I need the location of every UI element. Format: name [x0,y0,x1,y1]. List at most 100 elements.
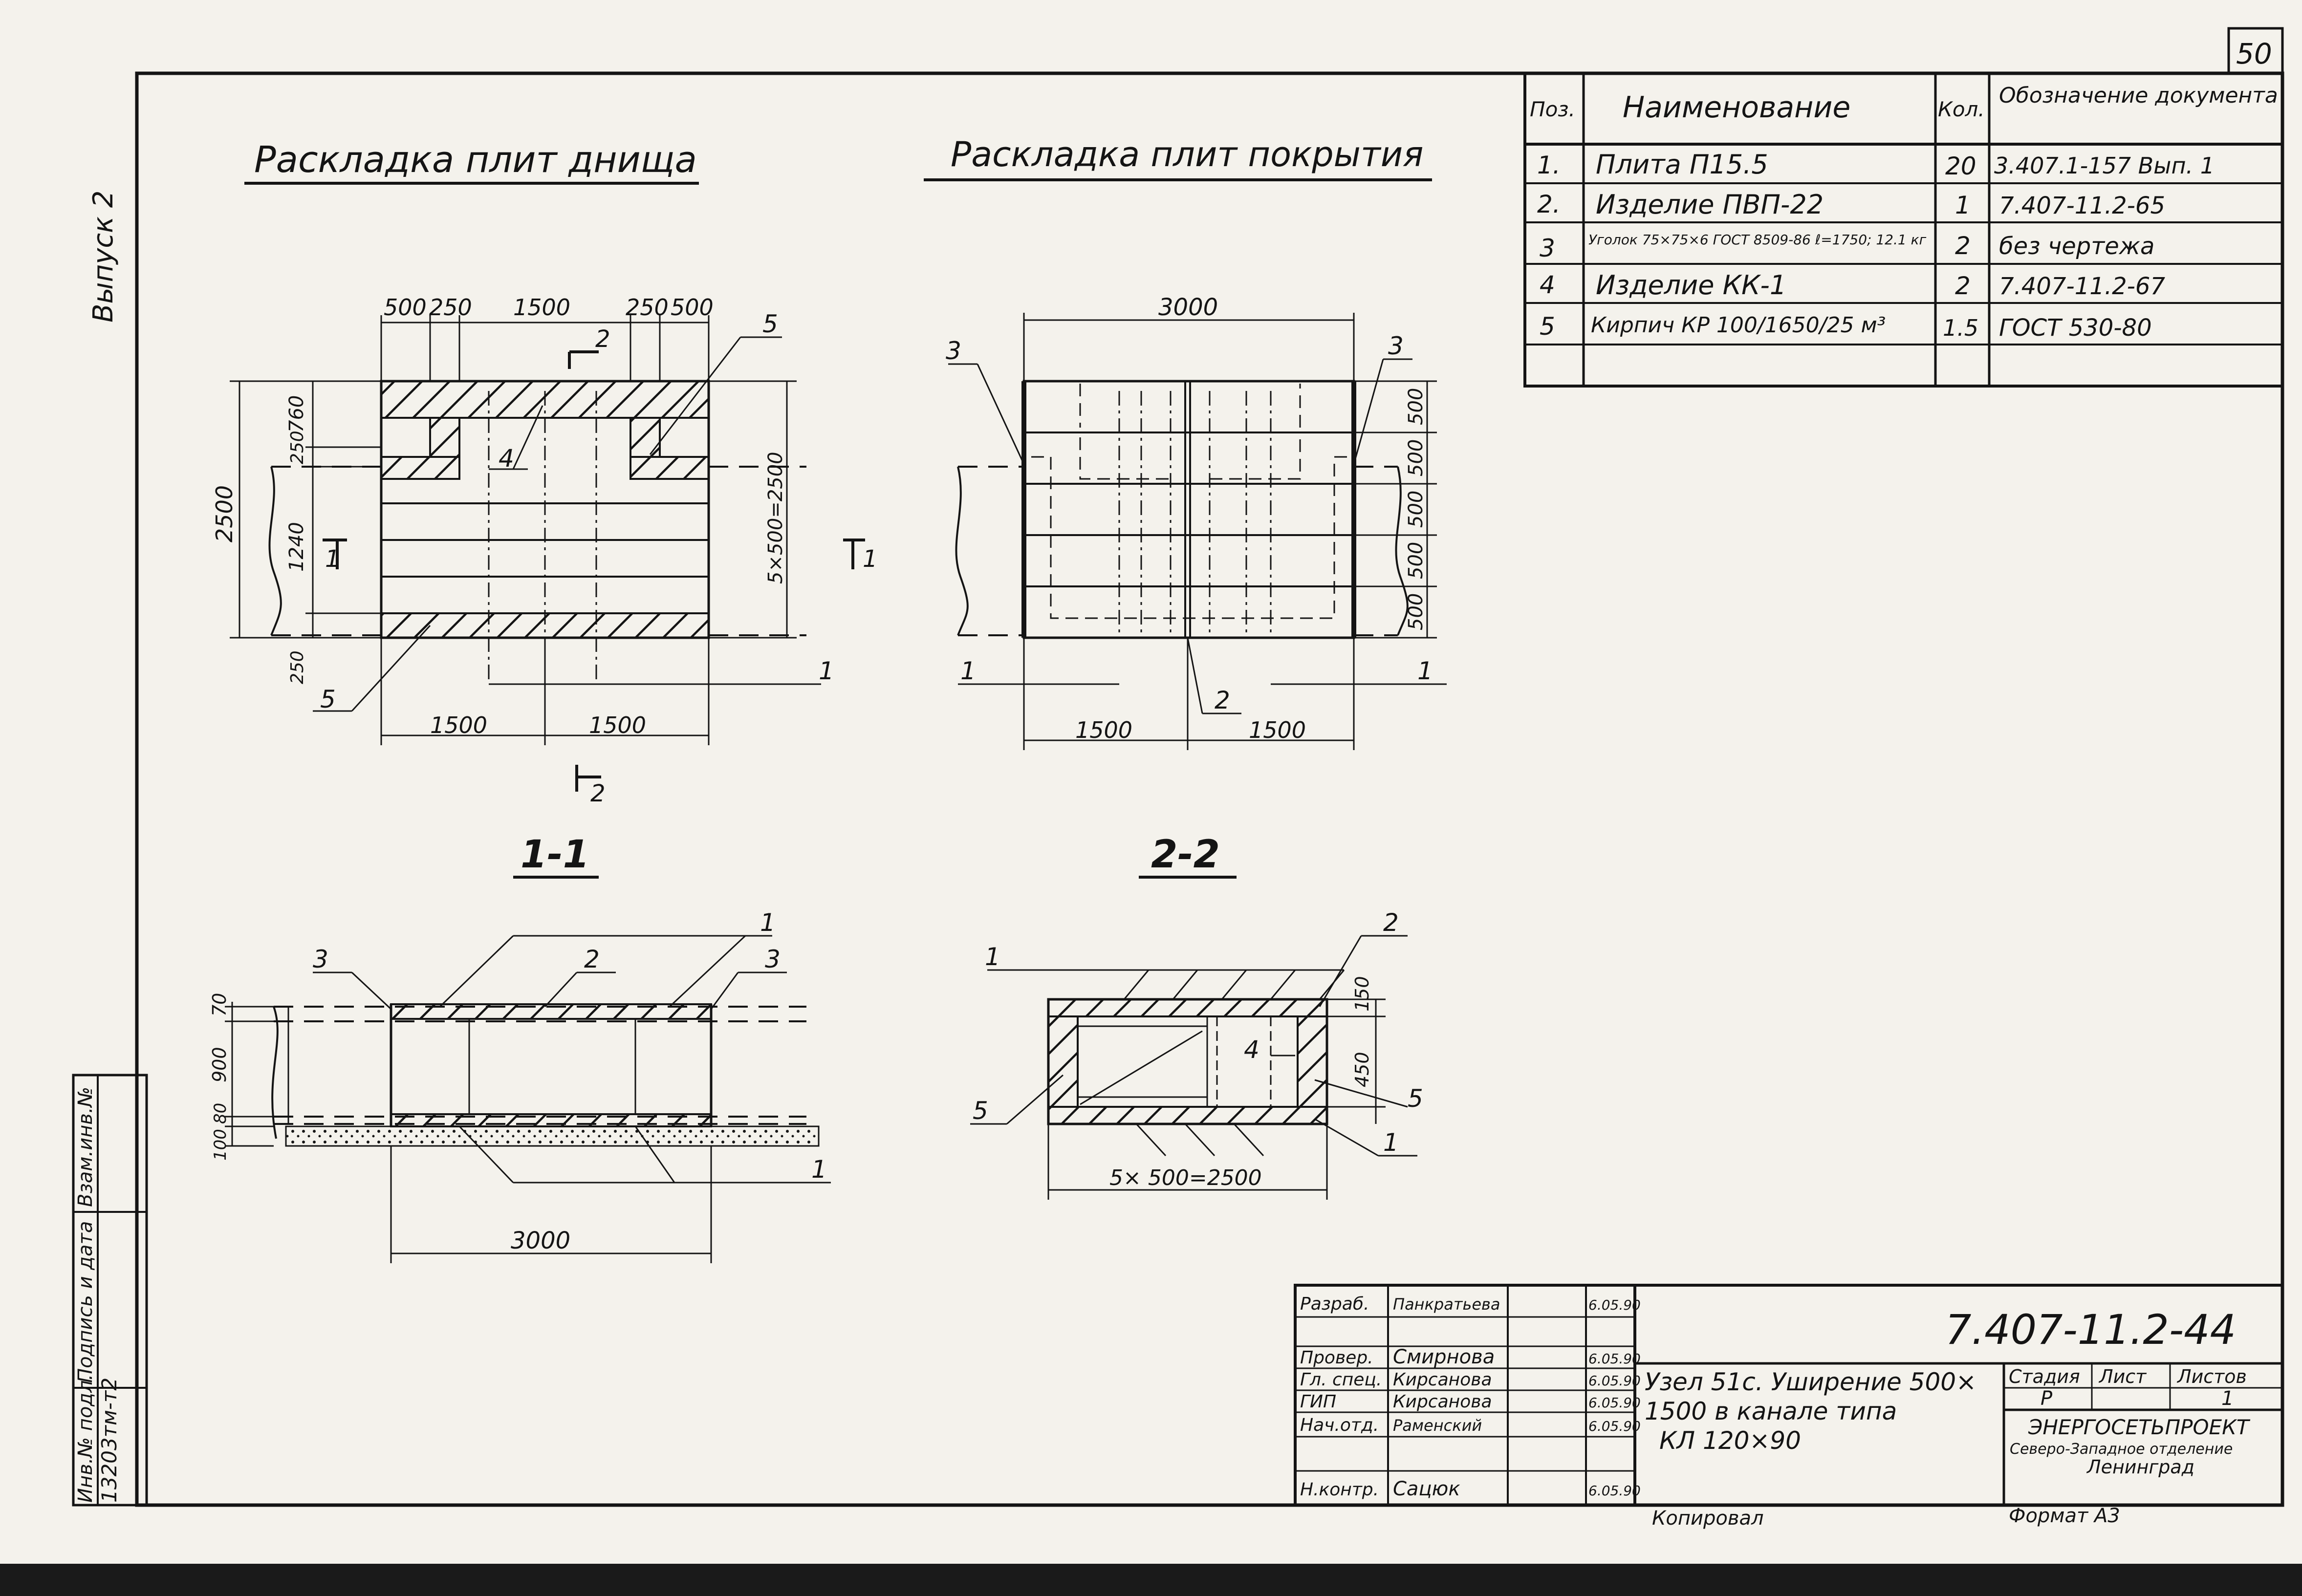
plan2-right-dim-5: 500 [1405,593,1427,630]
title-section-1: 1-1 [521,833,589,877]
plan-cover-slabs: 3000 500 500 500 500 500 1500 1500 3 3 1… [946,294,1447,750]
plan1-left-dim-2: 250 [287,431,307,464]
spec-row-1-name: Плита П15.5 [1596,149,1768,180]
plan2-right-dim-2: 500 [1405,439,1427,476]
sec1-dim-900: 900 [209,1047,230,1082]
plan1-top-dim-3: 1500 [513,294,570,321]
sec1-dim-70: 70 [209,993,230,1016]
plan2-right-dim-1: 500 [1405,388,1427,425]
sec1-dim-80: 80 [211,1103,230,1124]
sec2-dim-150: 150 [1351,976,1373,1012]
plan2-top-dim: 3000 [1158,294,1218,321]
sec2-callout-1-top: 1 [985,943,1000,971]
spec-row-4-doc: 7.407-11.2-67 [1999,273,2165,300]
plan1-left-dim-1: 760 [285,395,308,432]
plan1-right-dim: 5×500=2500 [764,452,787,584]
tb-name-2: Смирнова [1393,1346,1495,1368]
spec-row-4-name: Изделие КК-1 [1596,270,1786,301]
page-number: 50 [2236,37,2272,70]
spec-header-name: Наименование [1623,90,1850,125]
plan1-section-mark-top: 2 [595,325,610,353]
plan1-top-dim-2: 250 [429,294,472,321]
spec-row-1-doc: 3.407.1-157 Вып. 1 [1994,152,2215,179]
tb-date-5: 6.05.90 [1588,1418,1641,1434]
title-cover-layout: Раскладка плит покрытия [951,134,1423,174]
spec-row-2-name: Изделие ПВП-22 [1596,189,1824,220]
plan2-callout-1-left: 1 [960,657,976,685]
sec2-callout-4: 4 [1244,1035,1260,1064]
replace-inv-label: Взам.инв.№ [74,1087,97,1207]
tb-stage-value: Р [2041,1387,2053,1410]
spec-row-5-doc: ГОСТ 530-80 [1999,314,2152,342]
tb-date-2: 6.05.90 [1588,1351,1641,1367]
spec-header-doc-text: Обозначение документа [1999,83,2278,108]
tb-role-7: Н.контр. [1300,1480,1379,1500]
tb-name-1: Панкратьева [1393,1295,1500,1314]
tb-name-3: Кирсанова [1393,1370,1492,1390]
spec-row-2-qty: 1 [1955,191,1971,219]
tb-sheets-value: 1 [2221,1387,2234,1410]
tb-role-1: Разраб. [1300,1294,1369,1314]
tb-role-3: Гл. спец. [1300,1370,1382,1390]
tb-date-1: 6.05.90 [1588,1297,1641,1313]
tb-copied: Копировал [1652,1507,1764,1530]
spec-row-4-qty: 2 [1955,272,1971,300]
spec-row-4-pos: 4 [1540,271,1555,299]
title-section-2: 2-2 [1151,833,1220,877]
plan1-top-dim-5: 500 [671,294,714,321]
tb-date-4: 6.05.90 [1588,1395,1641,1411]
drawing-titles: Раскладка плит днища Раскладка плит покр… [244,134,1432,879]
tb-date-7: 6.05.90 [1588,1483,1641,1499]
left-margin-strip: Взам.инв.№ Подпись и дата Инв.№ подл. 13… [72,191,148,1507]
sec1-callout-3-left: 3 [313,945,328,973]
plan2-right-dim-4: 500 [1405,542,1427,579]
spec-row-3-name: Уголок 75×75×6 ГОСТ 8509-86 ℓ=1750; 12.1… [1588,232,1926,248]
issue-label: Выпуск 2 [87,191,119,323]
sec2-dim-450: 450 [1351,1052,1373,1087]
plan1-top-dim-1: 500 [384,294,427,321]
tb-description-2: 1500 в канале типа [1645,1397,1897,1425]
sec1-callout-3-right: 3 [765,945,781,973]
plan2-callout-2: 2 [1215,686,1230,714]
plan1-bottom-dim-2: 1500 [589,712,646,738]
plan1-section-left: 1 [325,545,340,573]
sec2-callout-5-left: 5 [973,1097,988,1125]
inv-no-label: Инв.№ подл. [74,1374,97,1503]
tb-stage-header: Стадия [2009,1366,2080,1387]
plan1-top-dim-4: 250 [626,294,669,321]
plan1-section-right: 1 [863,545,878,573]
spec-header-qty: Кол. [1938,97,1985,121]
spec-header-doc: Обозначение документа [1999,83,2278,108]
plan1-left-dim-4: 250 [287,650,307,684]
spec-row-5-name: Кирпич КР 100/1650/25 м³ [1591,313,1886,338]
plan1-bottom-dim-1: 1500 [430,712,487,738]
tb-description-3: КЛ 120×90 [1659,1426,1801,1455]
sec1-dim-100: 100 [211,1129,230,1161]
sec1-callout-1-bottom: 1 [811,1155,827,1184]
plan1-left-dim-3: 1240 [285,522,308,572]
tb-role-4: ГИП [1300,1392,1336,1412]
sec2-callout-1-bottom: 1 [1383,1128,1399,1157]
tb-org-3: Ленинград [2086,1456,2194,1478]
spec-row-5-pos: 5 [1540,312,1555,341]
inv-no-value: 13203тм-т2 [97,1378,121,1503]
plan1-callout-4: 4 [499,444,514,473]
plan2-bottom-dim-1: 1500 [1075,717,1132,743]
plan1-callout-5-top: 5 [762,310,778,338]
tb-name-5: Раменский [1393,1416,1482,1435]
sec1-callout-2: 2 [584,945,600,973]
section-2-2: 150 450 5× 500=2500 1 2 4 5 5 1 [970,908,1423,1200]
sec2-bottom-dim: 5× 500=2500 [1109,1165,1262,1190]
plan2-callout-1-right: 1 [1417,657,1433,685]
tb-description-1: Узел 51с. Уширение 500× [1645,1368,1976,1396]
tb-role-2: Провер. [1300,1348,1373,1368]
sec2-callout-2: 2 [1383,908,1399,937]
spec-row-1-pos: 1. [1537,151,1561,179]
title-block: Разраб. Провер. Гл. спец. ГИП Нач.отд. Н… [1294,1284,2284,1530]
section-1-1: 70 900 80 100 3000 3 2 1 3 1 [209,908,831,1263]
tb-name-7: Сацюк [1393,1478,1460,1500]
spec-row-5-qty: 1.5 [1943,315,1978,341]
plan2-bottom-dim-2: 1500 [1249,717,1306,743]
spec-row-2-pos: 2. [1537,190,1561,218]
